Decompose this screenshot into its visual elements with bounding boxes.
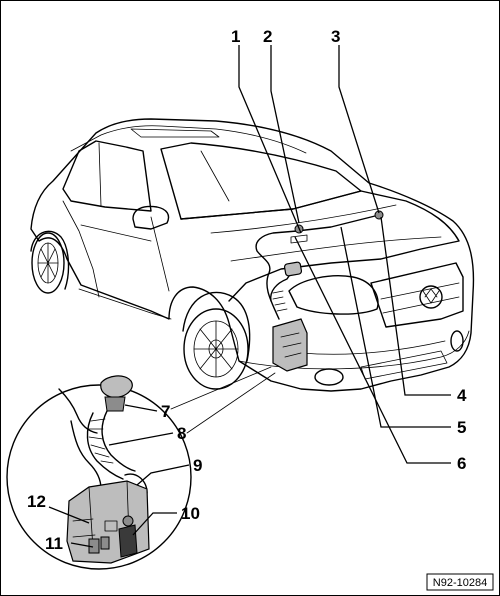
detail-inset [6, 366, 276, 570]
callout-11: 11 [45, 534, 63, 553]
callout-3: 3 [331, 27, 340, 46]
callout-12: 12 [27, 492, 46, 511]
callout-5: 5 [457, 418, 466, 437]
callout-2: 2 [263, 27, 272, 46]
callout-4: 4 [457, 386, 467, 405]
callout-leaders [48, 45, 451, 548]
callout-9: 9 [193, 456, 202, 475]
callout-6: 6 [457, 454, 466, 473]
car-body [30, 118, 475, 392]
reference-code: N92-10284 [433, 577, 487, 589]
washer-hose-routing [255, 210, 384, 372]
callout-1: 1 [231, 27, 240, 46]
reference-code-box: N92-10284 [426, 573, 494, 591]
callout-8: 8 [177, 424, 186, 443]
callout-7: 7 [161, 402, 170, 421]
callout-10: 10 [181, 504, 200, 523]
callout-labels: 1 2 3 4 5 6 7 8 9 10 11 12 [27, 27, 467, 553]
